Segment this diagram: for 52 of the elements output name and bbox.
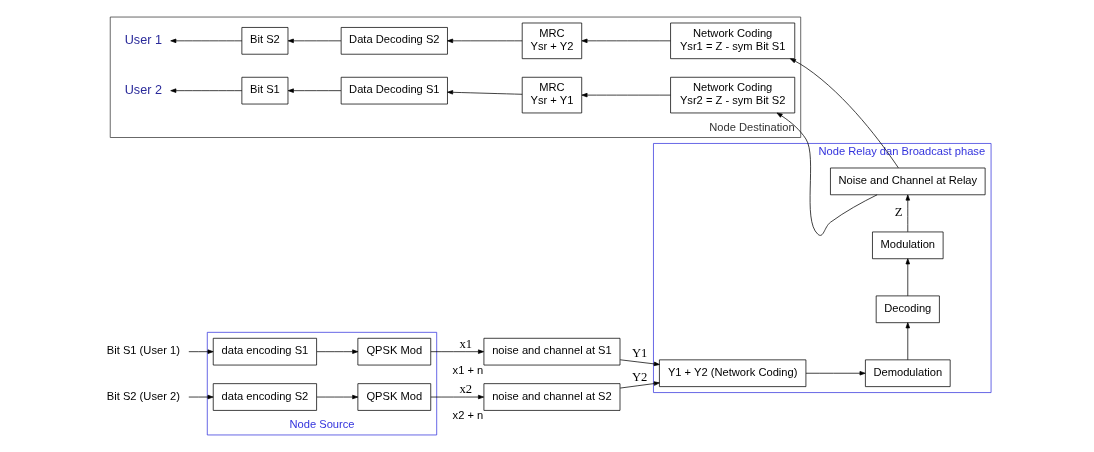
node-label: x1 + n [452, 363, 483, 376]
node-box: Network Coding Ysr1 = Z - sym Bit S1 [669, 22, 795, 60]
node-box: data encoding S1 [212, 337, 317, 366]
arrow [619, 359, 660, 367]
node-box: data encoding S2 [212, 383, 317, 411]
arrow [316, 349, 358, 354]
node-text: Bit S1 (User 1) [106, 344, 180, 357]
node-text: User 2 [124, 82, 162, 97]
node-text: Bit S2 (User 2) [106, 389, 180, 402]
node-box: QPSK Mod [357, 383, 431, 411]
node-box: Network Coding Ysr2 = Z - sym Bit S2 [669, 76, 795, 114]
node-box: noise and channel at S1 [483, 337, 620, 366]
node-box: Data Decoding S2 [340, 27, 448, 55]
node-box: noise and channel at S2 [483, 383, 620, 411]
arrow [619, 381, 660, 389]
arrow [446, 90, 522, 95]
node-box: Y1 + Y2 (Network Coding) [658, 359, 806, 387]
arrow [287, 88, 341, 93]
node-label: x2 + n [452, 409, 483, 422]
node-box: Demodulation [864, 359, 951, 387]
node-box: QPSK Mod [357, 337, 431, 366]
arrow [169, 88, 242, 93]
arrow [581, 38, 671, 44]
edge-label: Z [894, 205, 902, 220]
edge-label: Y2 [631, 370, 647, 385]
edge-label: x2 [458, 382, 472, 397]
arrow [169, 38, 242, 44]
arrow [905, 194, 910, 233]
arrow [581, 92, 671, 98]
arrow [905, 258, 910, 297]
arrow [187, 349, 213, 354]
node-box: Bit S2 [241, 27, 288, 55]
arrow [805, 371, 866, 376]
node-box: Decoding [875, 295, 940, 324]
node-text: User 1 [124, 32, 162, 47]
node-box: Data Decoding S1 [340, 76, 448, 105]
edge-label: Y1 [631, 346, 647, 361]
arrow [789, 58, 899, 169]
arrow [446, 38, 522, 44]
node-box: Noise and Channel at Relay [829, 167, 985, 196]
arrow [287, 38, 341, 44]
arrow [430, 349, 484, 354]
arrow [316, 394, 358, 400]
arrow [187, 394, 213, 400]
arrow [776, 112, 877, 236]
arrow [430, 394, 484, 400]
edge-label: x1 [458, 336, 472, 351]
node-box: Bit S1 [241, 76, 288, 105]
node-box: MRC Ysr + Y2 [521, 22, 582, 60]
node-box: Modulation [871, 231, 943, 260]
node-box: MRC Ysr + Y1 [521, 76, 582, 114]
arrow [905, 322, 910, 361]
